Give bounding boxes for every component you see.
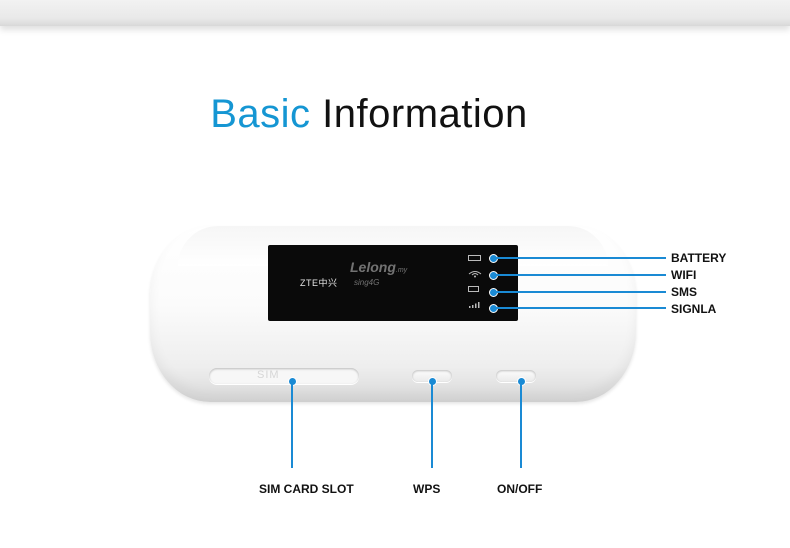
page-title: Basic Information: [0, 92, 764, 137]
sim-slot-mark: SIM: [257, 369, 280, 381]
watermark-sub: sing4G: [354, 278, 380, 287]
watermark-suffix: .my: [395, 267, 408, 274]
wifi-callout-line: [496, 274, 666, 276]
label-battery: BATTERY: [671, 251, 727, 265]
label-wifi: WIFI: [671, 268, 697, 282]
top-shadow-bar: [0, 0, 790, 26]
label-sim-card-slot: SIM CARD SLOT: [259, 482, 354, 496]
watermark-text: Lelong: [350, 259, 396, 275]
title-rest: Information: [322, 92, 528, 136]
watermark: Lelong.my: [350, 259, 407, 275]
title-accent: Basic: [210, 92, 311, 136]
sms-callout-line: [496, 291, 666, 293]
battery-icon: [468, 255, 481, 261]
wps-callout-line: [431, 384, 433, 468]
label-wps: WPS: [413, 482, 441, 496]
power-callout-line: [520, 384, 522, 468]
label-signal: SIGNLA: [671, 302, 717, 316]
label-sms: SMS: [671, 285, 698, 299]
battery-callout-line: [496, 257, 666, 259]
signal-icon: [468, 301, 484, 308]
power-button[interactable]: [496, 370, 536, 382]
wps-button[interactable]: [412, 370, 452, 382]
wifi-icon: [468, 270, 484, 278]
device-screen: ZTE中兴 Lelong.my sing4G: [268, 245, 518, 321]
brand-logo: ZTE中兴: [300, 278, 338, 288]
sim-card-slot: SIM: [209, 368, 359, 384]
signal-callout-line: [496, 307, 666, 309]
label-on-off: ON/OFF: [497, 482, 543, 496]
sim-callout-line: [291, 384, 293, 468]
sms-icon: [468, 286, 479, 292]
